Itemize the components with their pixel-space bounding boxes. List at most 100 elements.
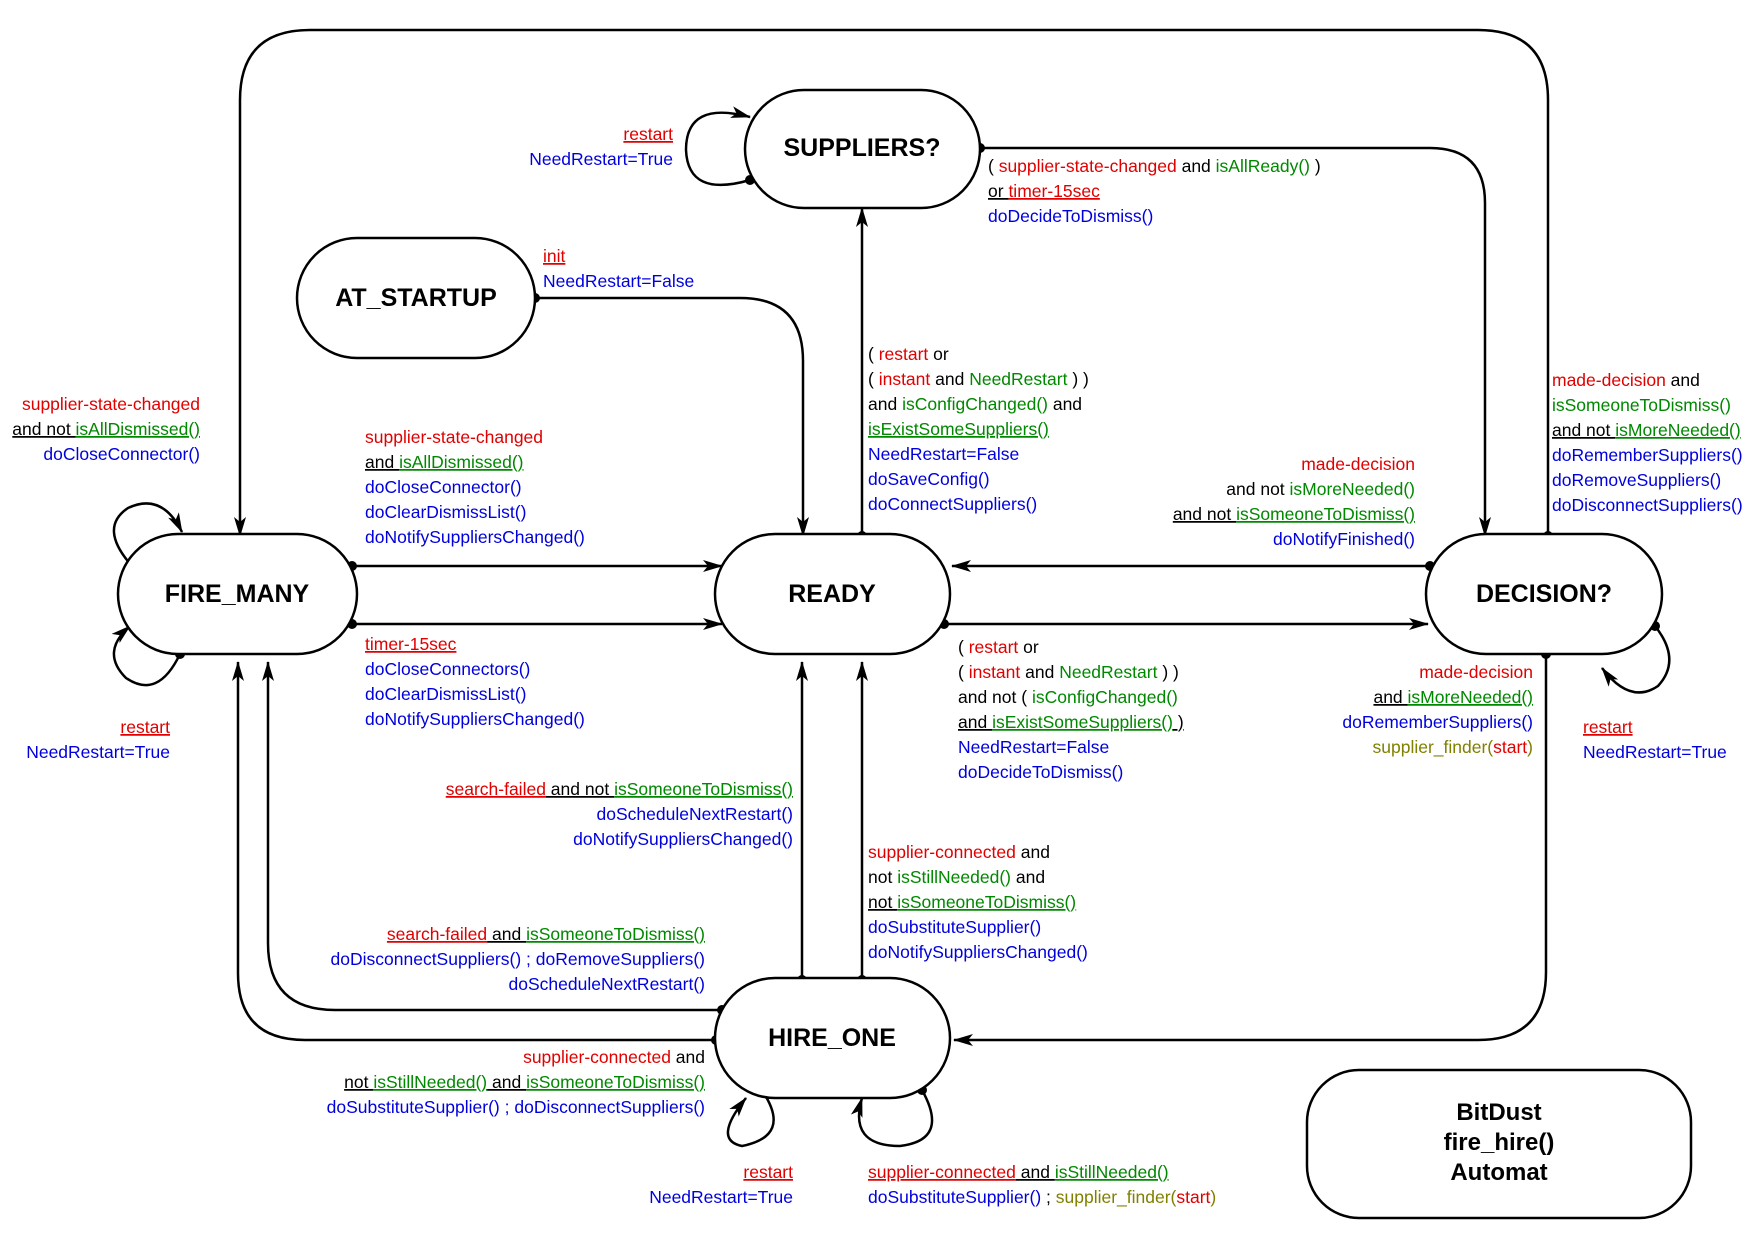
state-hire-one: HIRE_ONE: [713, 976, 952, 1100]
edge-fire-many-self-loop-bottom: [111, 625, 182, 687]
label-hire-one-to-ready-left: search-failed and not isSomeoneToDismiss…: [446, 779, 793, 849]
label-segment: ): [1173, 712, 1184, 732]
label-segment: init: [543, 246, 566, 266]
label-segment: NeedRestart=True: [649, 1187, 793, 1207]
label-segment: and: [958, 712, 992, 732]
state-at-startup: AT_STARTUP: [295, 236, 537, 360]
label-segment: NeedRestart: [1059, 662, 1157, 682]
label-segment: NeedRestart=False: [868, 444, 1019, 464]
label-segment: and not: [546, 779, 614, 799]
title-line-3: Automat: [1450, 1159, 1547, 1186]
label-segment: (: [958, 637, 969, 657]
label-segment: doNotifySuppliersChanged(): [365, 527, 585, 547]
state-label-decision: DECISION?: [1476, 580, 1612, 608]
label-segment: and: [1048, 394, 1082, 414]
label-segment: ) ): [1157, 662, 1178, 682]
edge-hire-one-self-loop-left: [726, 1091, 775, 1148]
label-segment: restart: [743, 1162, 793, 1182]
label-segment: isSomeoneToDismiss(): [897, 892, 1076, 912]
label-segment: supplier-state-changed: [365, 427, 543, 447]
state-decision: DECISION?: [1424, 532, 1664, 656]
label-segment: and: [487, 924, 526, 944]
label-segment: isAllDismissed(): [399, 452, 523, 472]
label-segment: isAllReady(): [1216, 156, 1310, 176]
label-segment: doScheduleNextRestart(): [597, 804, 793, 824]
edge-fire-many-self-loop-top: [112, 502, 184, 567]
state-suppliers: SUPPLIERS?: [743, 88, 982, 210]
label-segment: and not: [1173, 504, 1236, 524]
label-segment: not: [868, 892, 897, 912]
label-segment: isSomeoneToDismiss(): [526, 924, 705, 944]
label-segment: and: [1373, 687, 1407, 707]
label-segment: isStillNeeded(): [373, 1072, 487, 1092]
label-segment: made-decision: [1552, 370, 1666, 390]
state-label-hire-one: HIRE_ONE: [768, 1024, 896, 1052]
label-hire-one-to-fire-many-upper: search-failed and isSomeoneToDismiss() do…: [331, 924, 705, 994]
label-segment: and: [930, 369, 969, 389]
label-segment: isMoreNeeded(): [1615, 420, 1740, 440]
label-segment: supplier-connected: [868, 842, 1016, 862]
label-segment: NeedRestart: [969, 369, 1067, 389]
edge-startup-to-ready: [535, 296, 809, 537]
label-segment: and: [365, 452, 399, 472]
label-segment: isExistSomeSuppliers(): [992, 712, 1173, 732]
label-segment: doCloseConnectors(): [365, 659, 530, 679]
edge-suppliers-self-loop: [684, 106, 751, 187]
label-segment: not: [344, 1072, 373, 1092]
label-segment: ) ): [1067, 369, 1088, 389]
transitions: [111, 28, 1671, 1148]
label-segment: (: [958, 662, 969, 682]
label-segment: instant: [969, 662, 1021, 682]
label-segment: doNotifyFinished(): [1273, 529, 1415, 549]
label-segment: (: [868, 344, 879, 364]
label-segment: isSomeoneToDismiss(): [526, 1072, 705, 1092]
label-segment: restart: [1583, 717, 1633, 737]
label-segment: instant: [879, 369, 931, 389]
label-segment: search-failed: [387, 924, 487, 944]
label-segment: start: [1176, 1187, 1210, 1207]
label-segment: ): [1527, 737, 1533, 757]
state-label-at-startup: AT_STARTUP: [335, 284, 497, 312]
label-segment: and: [868, 394, 902, 414]
label-segment: doCloseConnector(): [43, 444, 200, 464]
label-segment: doSubstituteSupplier(): [868, 917, 1041, 937]
edge-decision-self-loop: [1601, 625, 1671, 694]
label-segment: doDecideToDismiss(): [958, 762, 1123, 782]
label-segment: doNotifySuppliersChanged(): [573, 829, 793, 849]
label-segment: ;: [1041, 1187, 1056, 1207]
label-segment: supplier_finder(: [1373, 737, 1494, 758]
label-segment: restart: [120, 717, 170, 737]
label-segment: doDisconnectSuppliers() ; doRemoveSuppli…: [331, 949, 705, 969]
label-segment: NeedRestart=True: [529, 149, 673, 169]
label-segment: or: [928, 344, 949, 364]
label-segment: doSubstituteSupplier(): [868, 1187, 1041, 1207]
label-segment: and: [1177, 156, 1216, 176]
edge-decision-to-fire-many: [234, 28, 1550, 537]
label-segment: and: [487, 1072, 526, 1092]
edge-hire-one-to-fire-many-upper: [262, 661, 722, 1012]
edge-decision-to-hire-one: [953, 654, 1548, 1046]
label-segment: doRememberSuppliers(): [1342, 712, 1533, 732]
label-segment: isStillNeeded(): [897, 867, 1011, 887]
label-segment: isMoreNeeded(): [1408, 687, 1533, 707]
title-line-2: fire_hire(): [1444, 1129, 1555, 1156]
label-segment: doConnectSuppliers(): [868, 494, 1037, 514]
label-segment: or: [988, 181, 1008, 201]
label-ready-to-decision: ( restart or( instant and NeedRestart ) …: [958, 637, 1184, 782]
label-hire-one-self-loop-right: supplier-connected and isStillNeeded()do…: [868, 1162, 1216, 1208]
label-segment: and: [1016, 1162, 1055, 1182]
label-segment: doDisconnectSuppliers(): [1552, 495, 1743, 515]
label-segment: restart: [623, 124, 673, 144]
label-segment: doRemoveSuppliers(): [1552, 470, 1721, 490]
label-segment: timer-15sec: [365, 634, 457, 654]
